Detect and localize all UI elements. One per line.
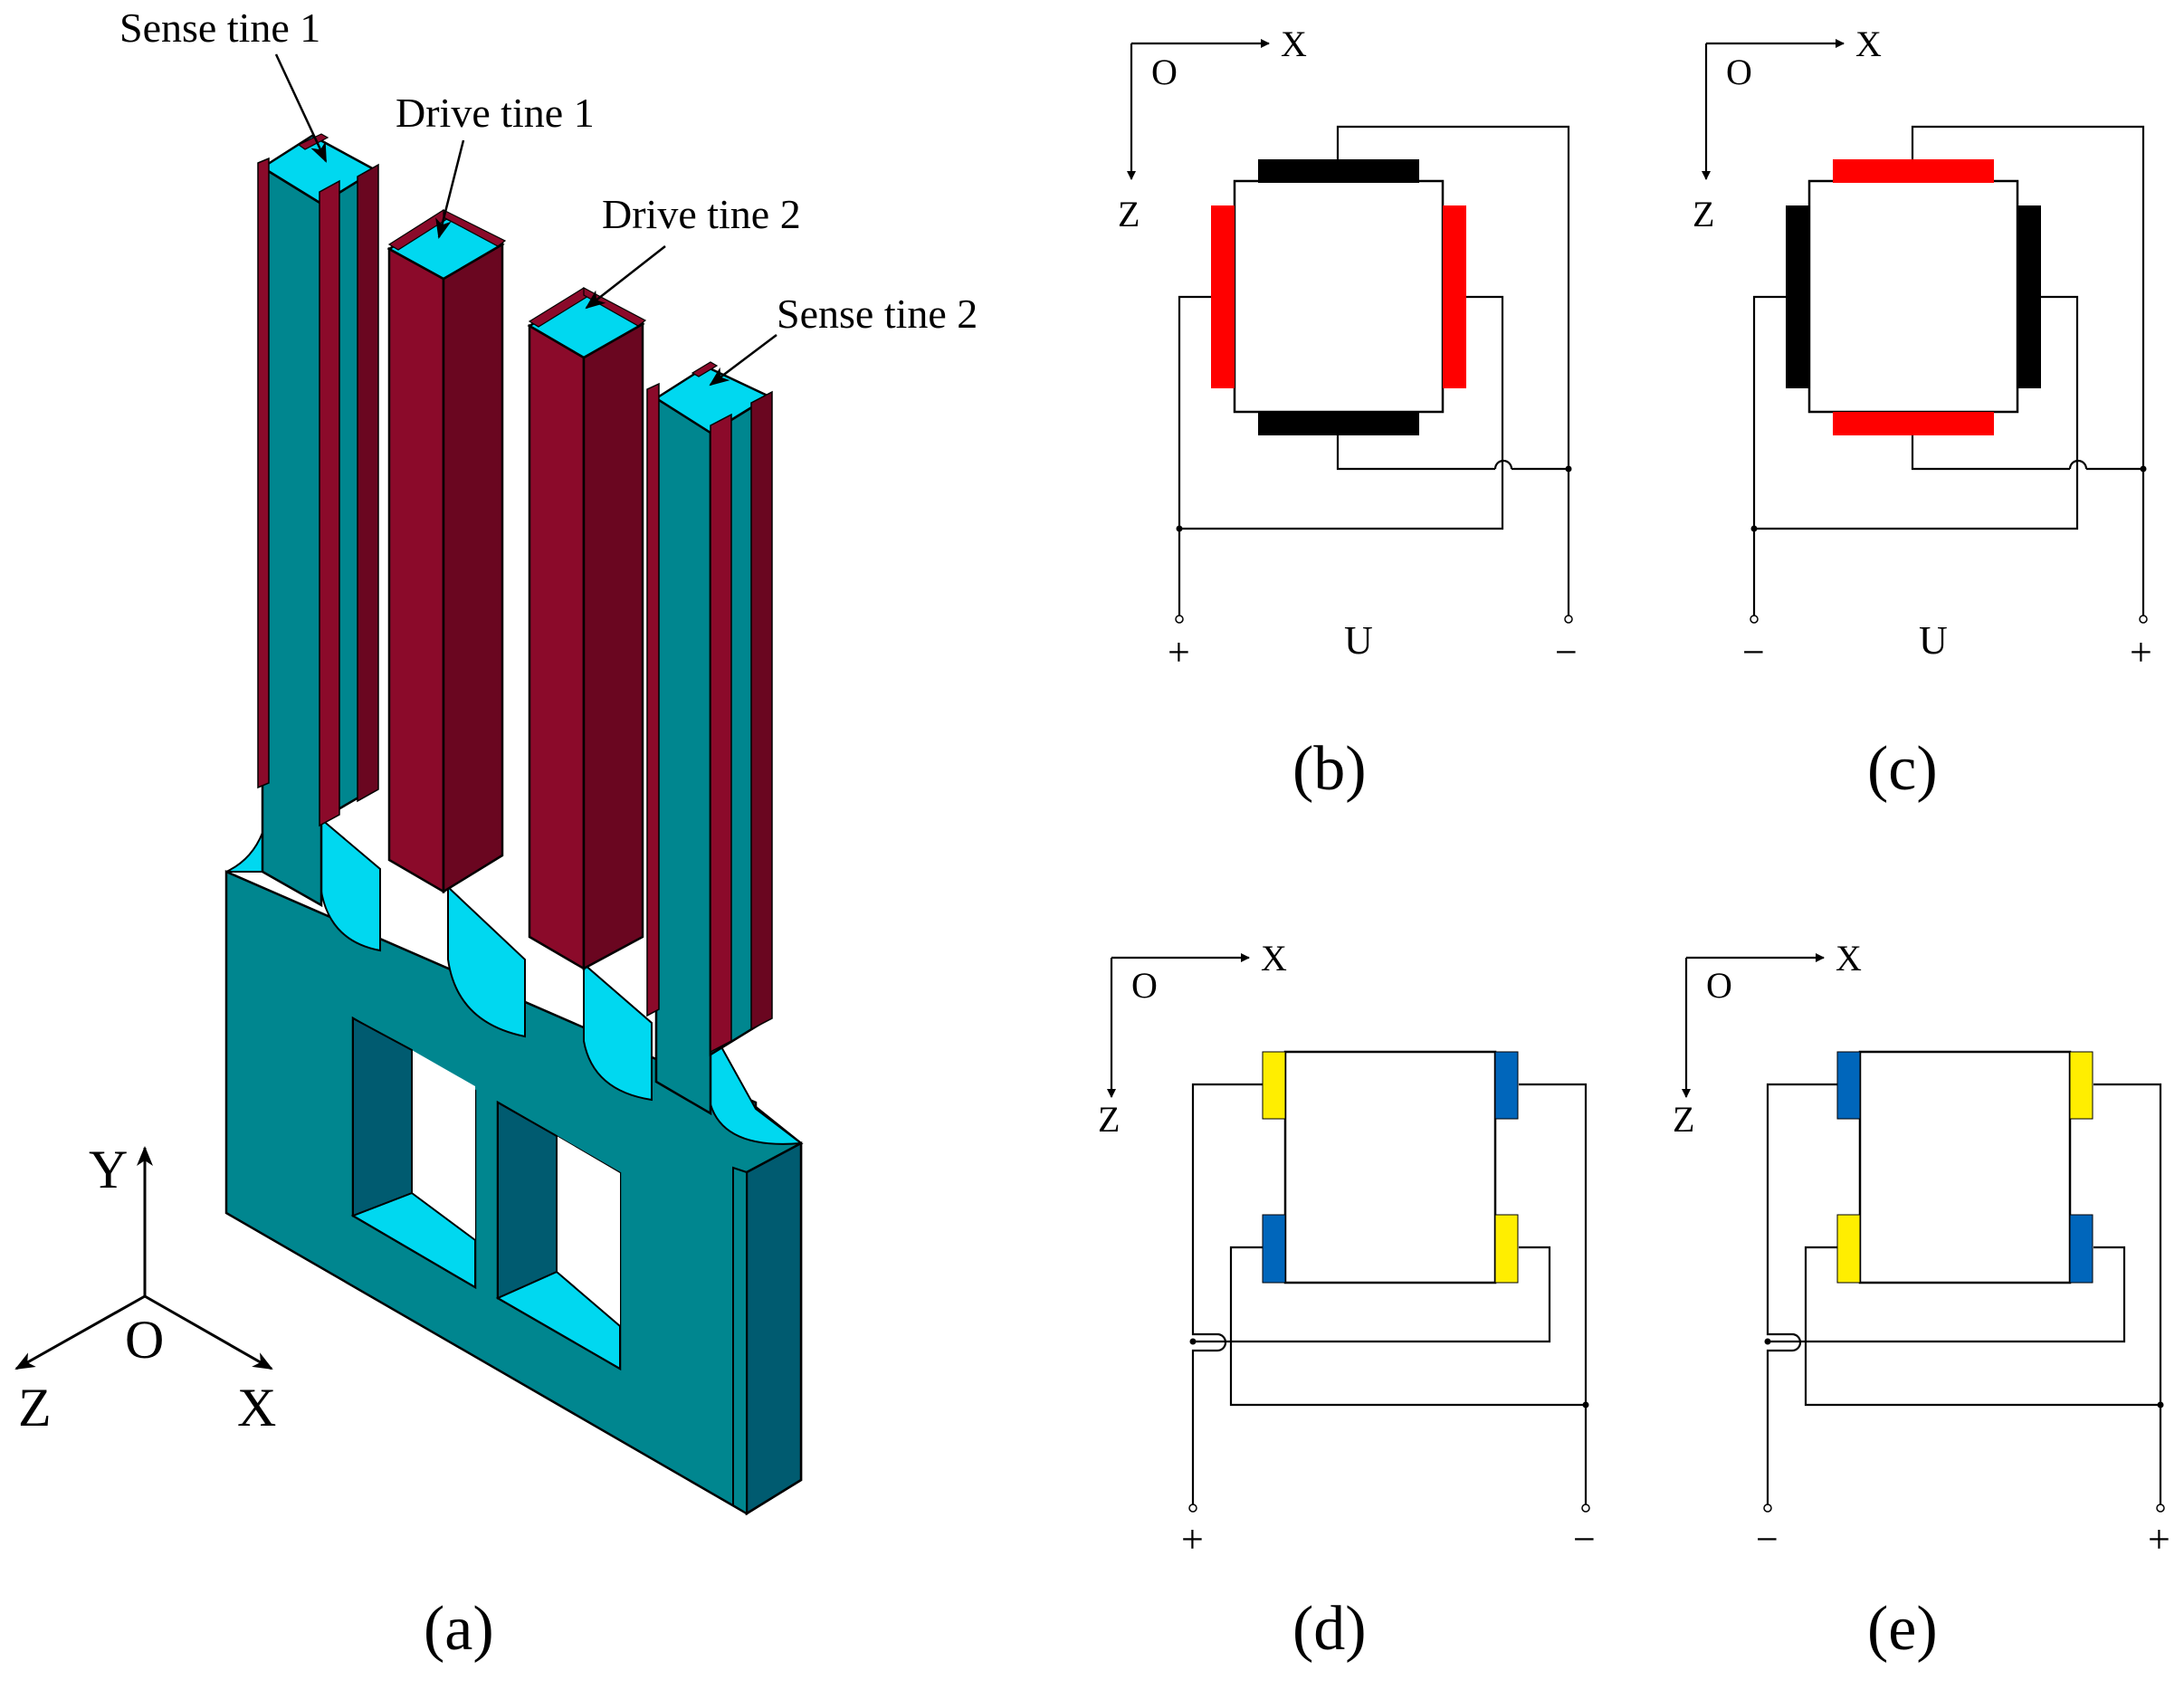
axis-origin-label: O xyxy=(1706,965,1732,1006)
electrode-top xyxy=(1833,159,1994,183)
electrode-left xyxy=(1786,205,1809,388)
axes-2d-b: O X Z xyxy=(1118,24,1307,234)
fillet-2 xyxy=(320,816,381,952)
panel-e-sense-electrode-circuit: O X Z − + (e) xyxy=(1673,938,2170,1664)
axis-z-label: Z xyxy=(1098,1099,1120,1140)
electrode-bottom-right xyxy=(1494,1214,1519,1284)
label-drive-tine-1: Drive tine 1 xyxy=(396,90,595,136)
axis-x-label: X xyxy=(1836,938,1862,979)
crystal-cross-section xyxy=(1858,1050,2072,1284)
axis-z-label: Z xyxy=(1693,194,1714,234)
electrode-bottom-left xyxy=(1836,1214,1861,1284)
axis-x-label: X xyxy=(1261,938,1287,979)
terminal-left: − xyxy=(1742,630,1765,674)
voltage-label: U xyxy=(1919,618,1948,663)
leader-sense-tine-1 xyxy=(274,53,328,163)
axis-x-label: X xyxy=(237,1378,276,1437)
axis-origin-label: O xyxy=(1131,965,1158,1006)
caption-d: (d) xyxy=(1292,1594,1367,1664)
label-drive-tine-2: Drive tine 2 xyxy=(602,191,801,237)
crystal-cross-section xyxy=(1233,179,1445,414)
sense-tine-2 xyxy=(646,361,773,1116)
fillet-5 xyxy=(710,1024,804,1145)
panel-b-drive-electrode-circuit: O X Z + − U (b) xyxy=(1118,24,1578,804)
tuning-fork-3d: Sense tine 1 Drive tine 1 Drive tine 2 S… xyxy=(14,5,978,1664)
terminal-left: + xyxy=(1181,1517,1204,1561)
electrode-left xyxy=(1211,205,1235,388)
axis-origin-label: O xyxy=(1726,52,1752,92)
electrode-top-right xyxy=(2069,1051,2093,1120)
window-right xyxy=(495,1100,622,1371)
electrode-bottom-right xyxy=(2069,1214,2093,1284)
electrode-right xyxy=(1443,205,1466,388)
sense-tine-1 xyxy=(257,133,379,908)
axis-origin-label: O xyxy=(1151,52,1178,92)
axes-3d: Y O Z X xyxy=(14,1140,276,1437)
voltage-label: U xyxy=(1344,618,1373,663)
axis-z-label: Z xyxy=(18,1378,52,1437)
terminal-right: − xyxy=(1573,1517,1596,1561)
axis-y-label: Y xyxy=(89,1140,128,1199)
drive-tine-2 xyxy=(527,287,647,971)
axis-origin-label: O xyxy=(125,1310,164,1370)
caption-c: (c) xyxy=(1867,734,1938,804)
leader-drive-tine-2 xyxy=(585,245,666,310)
drive-tine-1 xyxy=(386,209,507,894)
terminal-left: − xyxy=(1756,1517,1779,1561)
panel-c-drive-electrode-circuit: O X Z − + U (c) xyxy=(1693,24,2152,804)
terminal-left: + xyxy=(1168,630,1190,674)
axis-x-label: X xyxy=(1855,24,1882,64)
crystal-cross-section xyxy=(1283,1050,1497,1284)
electrode-right xyxy=(2017,205,2041,388)
window-left xyxy=(350,1016,477,1290)
electrode-bottom xyxy=(1833,412,1994,435)
electrode-top-left xyxy=(1836,1051,1861,1120)
axes-2d-d: O X Z xyxy=(1098,938,1287,1140)
electrode-top-left xyxy=(1262,1051,1286,1120)
fillet-3 xyxy=(447,884,526,1038)
leader-sense-tine-2 xyxy=(709,334,777,387)
fillet-1 xyxy=(225,832,263,873)
terminal-right: + xyxy=(2130,630,2152,674)
axis-z-label: Z xyxy=(1673,1099,1694,1140)
electrode-top xyxy=(1258,159,1419,183)
electrode-bottom xyxy=(1258,412,1419,435)
base-right-face xyxy=(745,1141,803,1516)
label-sense-tine-1: Sense tine 1 xyxy=(119,5,320,51)
label-sense-tine-2: Sense tine 2 xyxy=(777,291,978,337)
leader-drive-tine-1 xyxy=(435,139,465,239)
caption-e: (e) xyxy=(1867,1594,1938,1664)
caption-b: (b) xyxy=(1292,734,1367,804)
caption-a: (a) xyxy=(424,1594,494,1664)
axes-2d-c: O X Z xyxy=(1693,24,1882,234)
crystal-cross-section xyxy=(1807,179,2019,414)
axes-2d-e: O X Z xyxy=(1673,938,1862,1140)
fillet-4 xyxy=(583,961,653,1102)
terminal-right: − xyxy=(1555,630,1578,674)
terminal-right: + xyxy=(2148,1517,2170,1561)
base-right-face-front xyxy=(732,1166,748,1515)
electrode-bottom-left xyxy=(1262,1214,1286,1284)
electrode-top-right xyxy=(1494,1051,1519,1120)
panel-d-sense-electrode-circuit: O X Z + − (d) xyxy=(1098,938,1596,1664)
axis-x-label: X xyxy=(1281,24,1307,64)
axis-z-label: Z xyxy=(1118,194,1140,234)
